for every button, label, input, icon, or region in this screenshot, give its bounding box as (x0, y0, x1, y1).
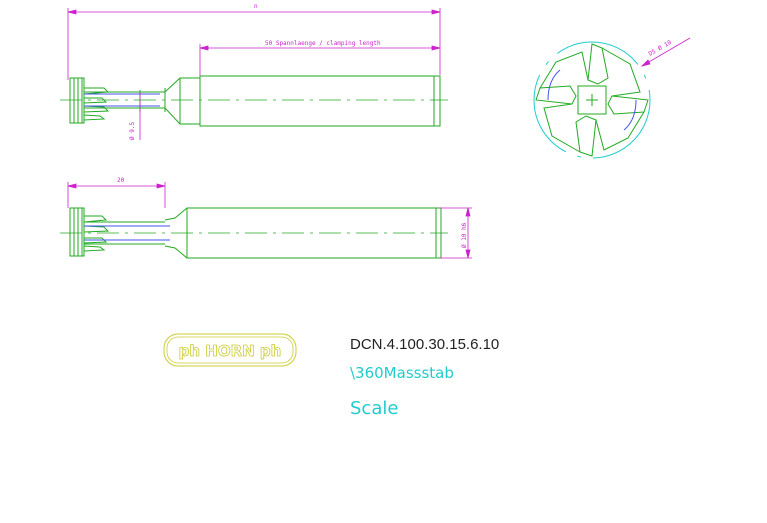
bottom-neck-blue (84, 225, 170, 241)
bottom-view: 20 (60, 177, 472, 259)
scale-label: Scale (350, 398, 398, 419)
top-view: n 50 Spannlaenge / clamping length (60, 3, 448, 140)
end-blue-arcs (547, 69, 637, 131)
clamping-dimension (199, 44, 441, 126)
scale-command: \360Massstab (350, 364, 454, 382)
logo-outer-border (163, 333, 297, 367)
tool-diameter-circle (533, 41, 651, 159)
part-code: DCN.4.100.30.15.6.10 (350, 336, 499, 353)
shank-diameter-label: Ø 10 h6 (461, 222, 468, 248)
bottom-cutter-head (69, 207, 165, 257)
neck-diameter-label: Ø 9.5 (129, 122, 136, 140)
overall-dimension-label: n (254, 3, 258, 10)
shank-diameter-dimension (440, 207, 472, 259)
tool-diameter-leader (640, 37, 691, 67)
top-cutter-head (69, 77, 141, 124)
top-shank (140, 75, 441, 127)
logo-text: ph HORN ph (179, 342, 282, 360)
end-view: D5 Ø 10 (533, 37, 691, 159)
clamping-dimension-label: 50 Spannlaenge / clamping length (265, 40, 381, 47)
end-center-mark (586, 94, 598, 106)
cutter-teeth-end (535, 43, 649, 157)
logo-inner-border (166, 336, 294, 364)
top-neck-blue (84, 93, 160, 107)
head-length-dimension (67, 182, 166, 208)
head-length-label: 20 (117, 177, 125, 184)
overall-dimension (67, 8, 441, 80)
horn-logo: ph HORN ph (163, 333, 297, 367)
